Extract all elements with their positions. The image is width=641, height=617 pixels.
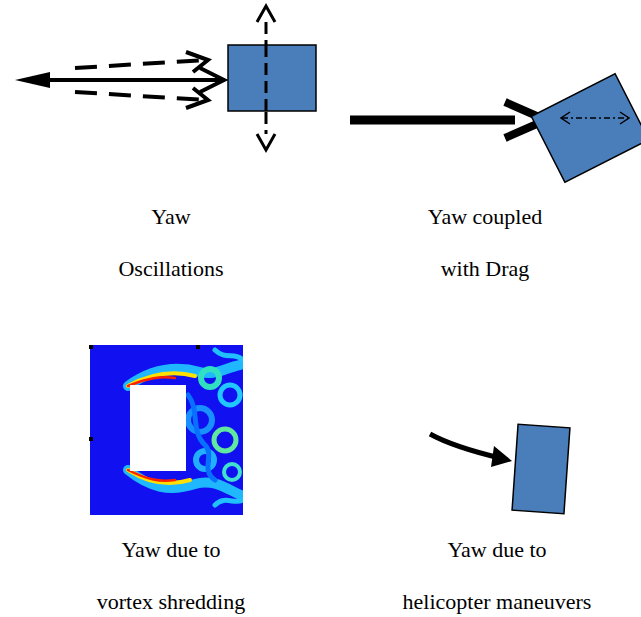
caption: Yaw Oscillations — [118, 191, 223, 295]
caption: Yaw due to vortex shredding — [97, 524, 245, 617]
caption: Yaw coupled with Drag — [428, 191, 542, 295]
yaw-oscillation-figure — [15, 6, 316, 150]
helicopter-maneuver-figure — [430, 424, 570, 513]
yaw-drag-figure — [350, 74, 641, 183]
vortex-shedding-image — [89, 345, 243, 515]
caption: Yaw due to helicopter maneuvers — [403, 524, 592, 617]
